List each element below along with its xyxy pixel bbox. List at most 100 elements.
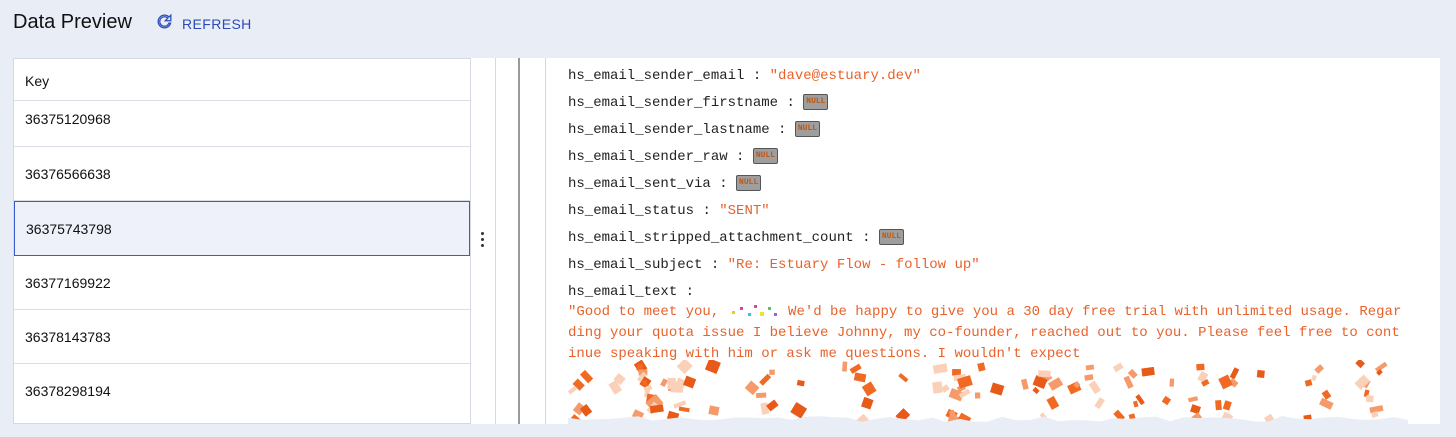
- confetti-piece: [1215, 399, 1222, 411]
- confetti-piece: [1032, 375, 1048, 389]
- confetti-piece: [1038, 370, 1051, 378]
- confetti-piece: [572, 378, 585, 391]
- confetti-piece: [643, 384, 653, 392]
- key-row[interactable]: 36375120968: [14, 101, 470, 147]
- key-row[interactable]: 36376566638: [14, 147, 470, 201]
- confetti-piece: [1190, 404, 1201, 415]
- json-field: hs_email_sent_via : NULL: [568, 174, 1408, 201]
- confetti-piece: [1135, 394, 1145, 406]
- confetti-piece: [1085, 364, 1095, 371]
- null-badge: NULL: [752, 148, 779, 165]
- confetti-piece: [674, 377, 687, 391]
- field-key: hs_email_sender_firstname: [568, 95, 779, 111]
- confetti-piece: [643, 388, 651, 398]
- panel-splitter[interactable]: [471, 58, 496, 424]
- torn-edge: [568, 416, 1408, 424]
- top-bar: Data Preview REFRESH: [0, 0, 1456, 48]
- key-row[interactable]: 36378298194: [25, 383, 111, 399]
- json-field: hs_email_sender_raw : NULL: [568, 147, 1408, 174]
- confetti-piece: [760, 402, 770, 415]
- confetti-piece: [957, 375, 973, 389]
- confetti-piece: [861, 381, 877, 397]
- field-key: hs_email_stripped_attachment_count: [568, 230, 854, 246]
- party-emoji-icon: [728, 303, 780, 319]
- confetti-piece: [1084, 374, 1094, 381]
- confetti-piece: [1046, 395, 1060, 410]
- email-text-start: "Good to meet you,: [568, 304, 720, 320]
- confetti-piece: [1370, 410, 1379, 419]
- confetti-piece: [1196, 363, 1205, 371]
- confetti-piece: [1304, 379, 1313, 387]
- field-separator: :: [786, 95, 795, 111]
- confetti-piece: [744, 380, 760, 396]
- confetti-piece: [1127, 368, 1138, 379]
- refresh-button[interactable]: REFRESH: [155, 12, 252, 36]
- confetti-piece: [1355, 360, 1365, 369]
- page-title: Data Preview: [13, 11, 132, 33]
- confetti-piece: [1319, 397, 1334, 410]
- confetti-piece: [898, 373, 909, 383]
- confetti-piece: [989, 382, 1005, 396]
- confetti-piece: [1132, 400, 1139, 408]
- confetti-piece: [1169, 378, 1175, 387]
- field-separator: :: [778, 122, 787, 138]
- confetti-piece: [853, 372, 867, 383]
- refresh-icon: [155, 12, 174, 36]
- json-field: hs_email_subject : "Re: Estuary Flow - f…: [568, 255, 1408, 282]
- json-field: hs_email_sender_firstname : NULL: [568, 93, 1408, 120]
- confetti-piece: [579, 369, 594, 384]
- json-field: hs_email_stripped_attachment_count : NUL…: [568, 228, 1408, 255]
- field-separator: :: [862, 230, 871, 246]
- field-separator: :: [710, 257, 720, 273]
- confetti-piece: [1094, 397, 1105, 410]
- confetti-piece: [849, 363, 862, 374]
- confetti-piece: [1067, 381, 1082, 395]
- key-row[interactable]: 36378143783: [14, 310, 470, 364]
- editor-gutter: [518, 58, 520, 424]
- field-separator: :: [719, 176, 728, 192]
- field-key: hs_email_status: [568, 203, 695, 219]
- field-key: hs_email_sender_raw: [568, 149, 728, 165]
- confetti-piece: [1047, 377, 1064, 391]
- field-key: hs_email_text: [568, 284, 678, 300]
- json-field: hs_email_text :: [568, 282, 1408, 309]
- null-badge: NULL: [878, 229, 905, 246]
- field-value: "Re: Estuary Flow - follow up": [727, 257, 980, 273]
- confetti-piece: [572, 402, 586, 416]
- confetti-piece: [667, 377, 676, 390]
- json-field: hs_email_sender_lastname : NULL: [568, 120, 1408, 147]
- confetti-piece: [660, 378, 668, 388]
- key-row[interactable]: 36377169922: [14, 256, 470, 310]
- field-value: "dave@estuary.dev": [769, 68, 921, 84]
- confetti-piece: [796, 379, 805, 387]
- confetti-piece: [952, 369, 961, 376]
- confetti-piece: [948, 409, 957, 419]
- confetti-piece: [704, 360, 721, 375]
- confetti-piece: [636, 371, 648, 383]
- confetti-piece: [1218, 374, 1233, 390]
- confetti-piece: [977, 362, 986, 372]
- field-separator: :: [702, 203, 711, 219]
- field-key: hs_email_sent_via: [568, 176, 711, 192]
- confetti-piece: [1112, 362, 1124, 373]
- confetti-piece: [579, 404, 593, 417]
- confetti-piece: [1123, 375, 1134, 389]
- bottom-strip: [0, 424, 1456, 437]
- confetti-piece: [1374, 361, 1388, 373]
- confetti-piece: [568, 386, 578, 395]
- field-key: hs_email_subject: [568, 257, 703, 273]
- key-row-selected[interactable]: 36375743798: [14, 201, 470, 256]
- confetti-piece: [766, 399, 779, 412]
- confetti-piece: [861, 396, 874, 410]
- json-field: hs_email_sender_email : "dave@estuary.de…: [568, 66, 1408, 93]
- null-badge: NULL: [803, 94, 829, 111]
- confetti-piece: [1321, 389, 1332, 400]
- confetti-piece: [1311, 374, 1317, 382]
- json-field: hs_email_status : "SENT": [568, 201, 1408, 228]
- more-vert-icon[interactable]: [480, 232, 486, 248]
- confetti-piece: [769, 369, 775, 375]
- confetti-piece: [678, 406, 690, 413]
- confetti-piece: [1222, 400, 1232, 411]
- confetti-piece: [1201, 379, 1210, 387]
- confetti-piece: [932, 381, 943, 394]
